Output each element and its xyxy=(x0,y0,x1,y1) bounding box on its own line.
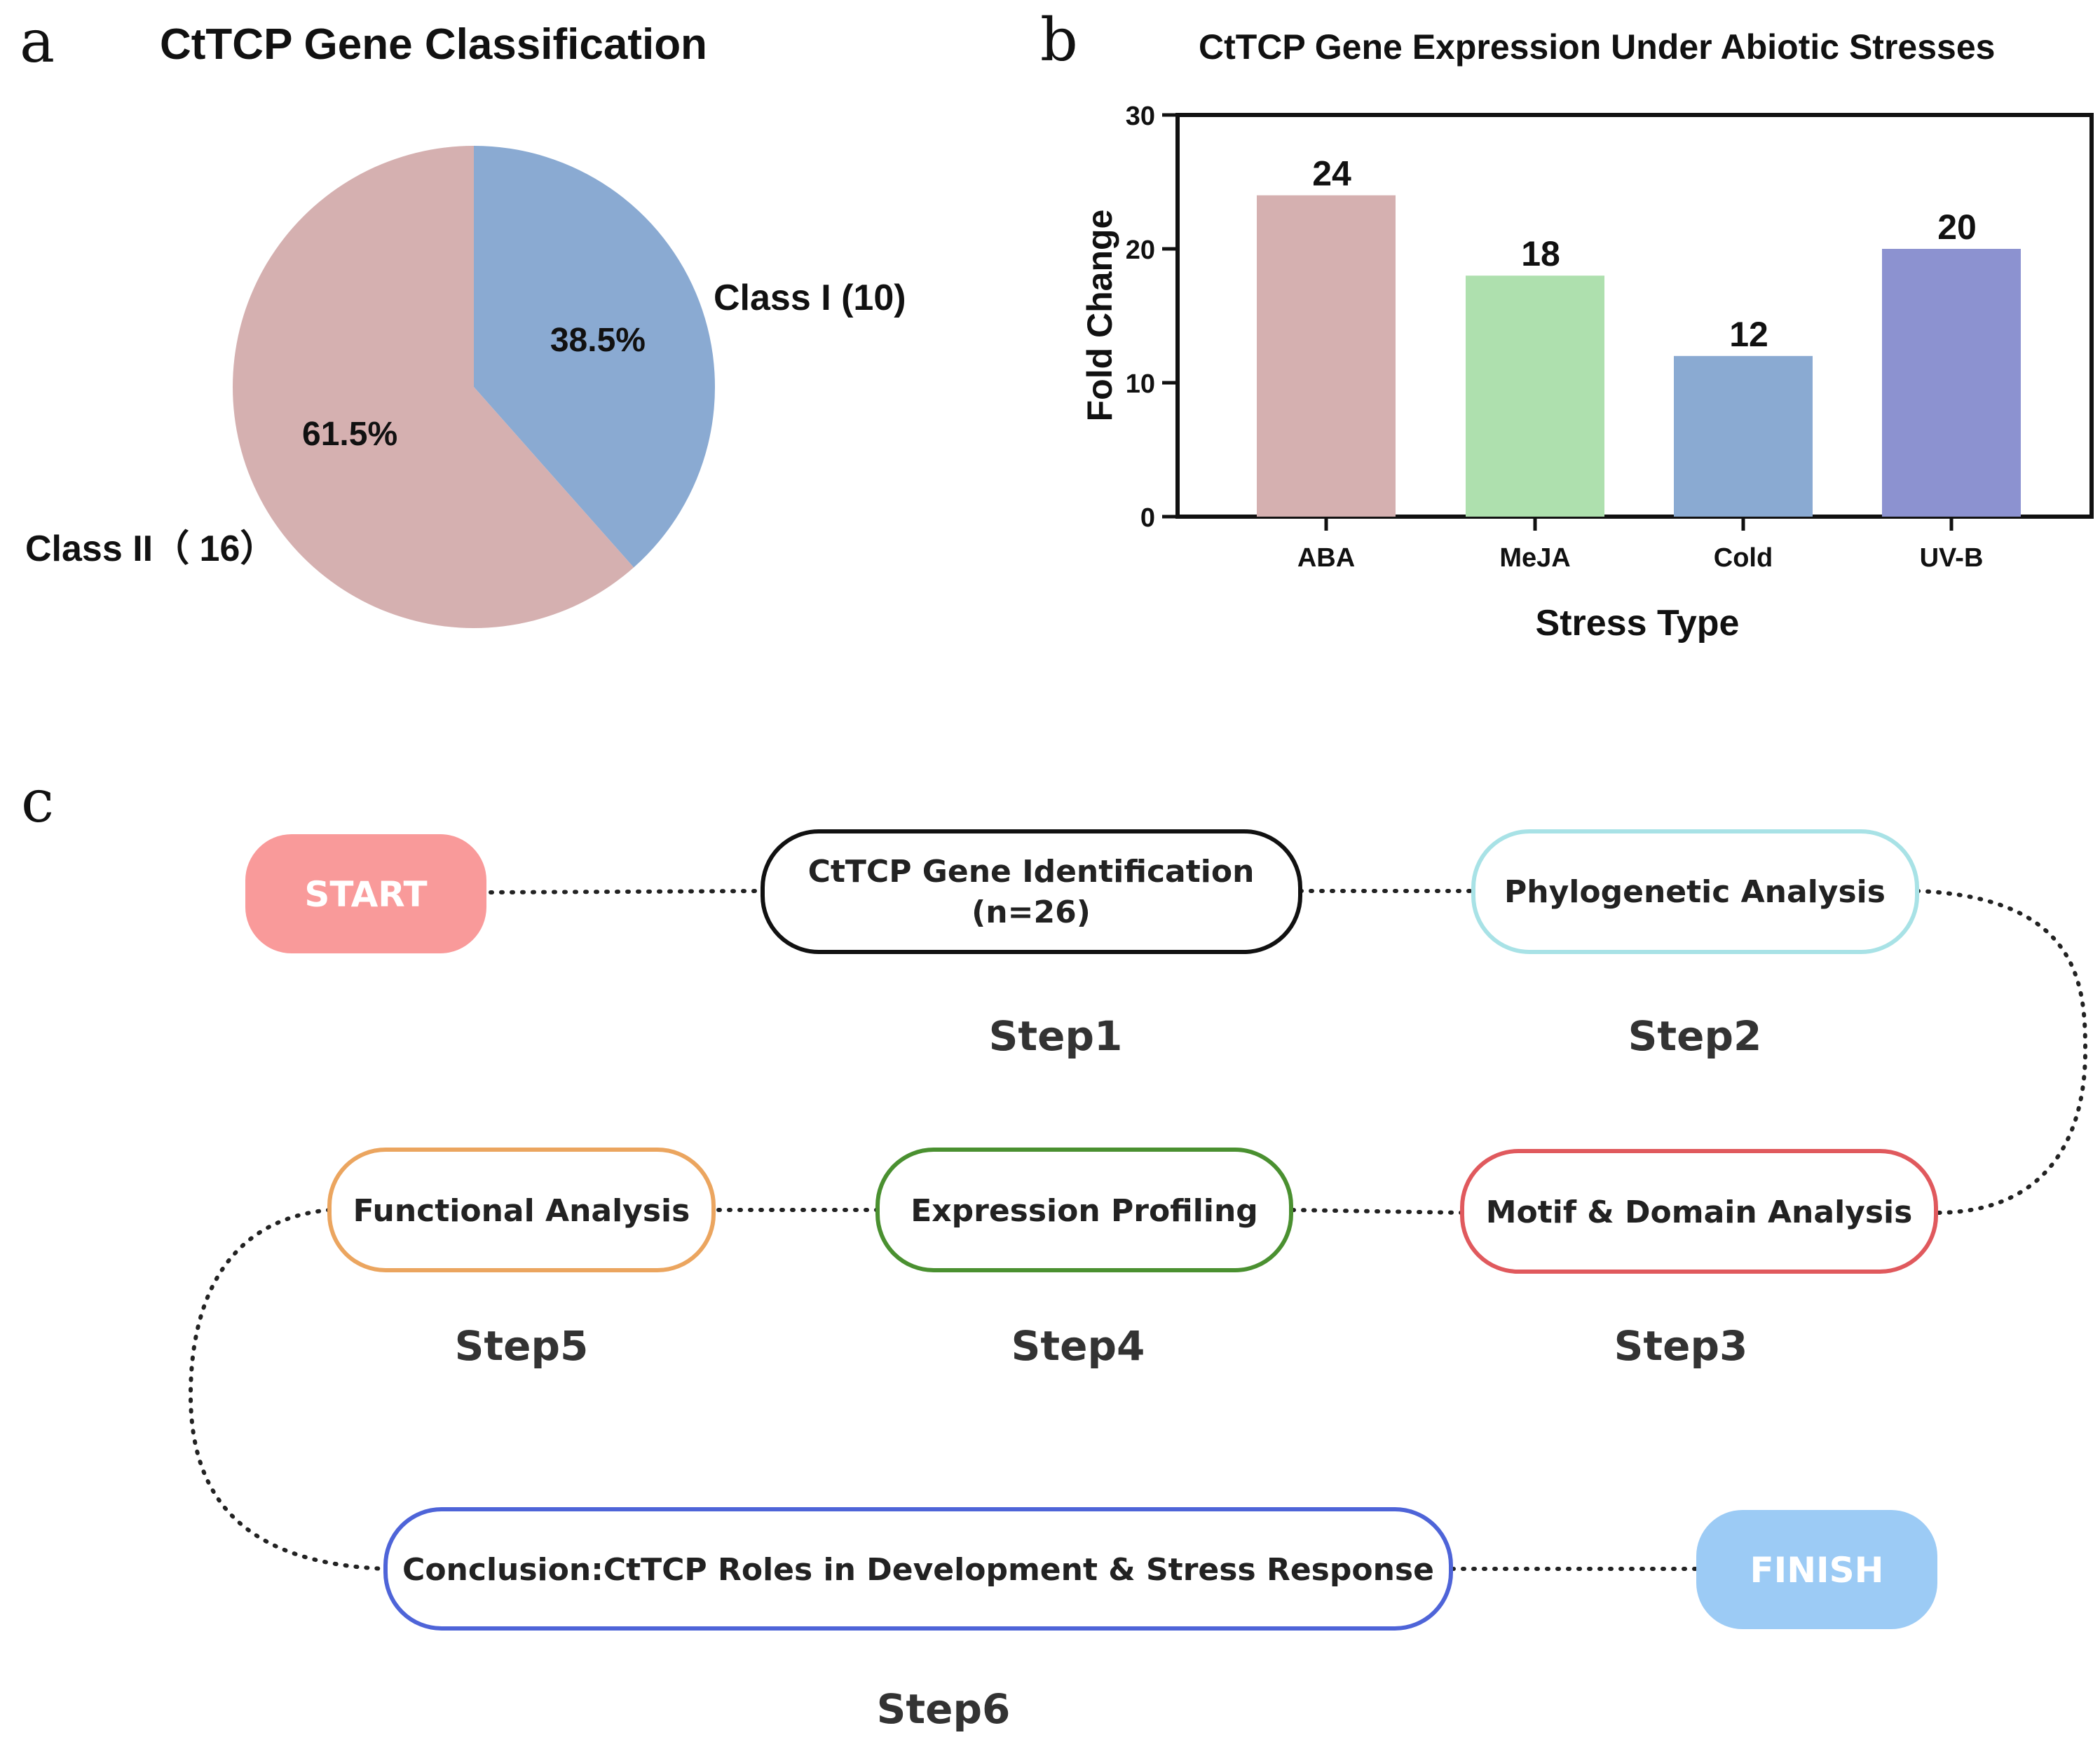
bar-chart-x-axis: ABA MeJA Cold UV-B Stress Type xyxy=(1297,517,1984,644)
step4-node: Expression Profiling Step4 xyxy=(875,1148,1293,1370)
pie-slice-class-ii xyxy=(232,146,634,628)
pie-chart: 38.5% 61.5% Class I (10) Class II（ 16） xyxy=(25,146,906,628)
step5-node: Functional Analysis Step5 xyxy=(327,1148,716,1370)
bars: 24 18 12 20 xyxy=(1257,154,2021,517)
x-tick-label-cold: Cold xyxy=(1714,543,1773,573)
step6-text: Conclusion:CtTCP Roles in Development & … xyxy=(402,1552,1434,1588)
step4-text: Expression Profiling xyxy=(911,1193,1258,1229)
step2-label: Step2 xyxy=(1628,1012,1762,1060)
step3-node: Motif & Domain Analysis Step3 xyxy=(1460,1149,1938,1370)
panel-b: b CtTCP Gene Expression Under Abiotic St… xyxy=(1040,6,2094,644)
bar-cold xyxy=(1674,355,1813,517)
start-node-shape xyxy=(245,834,486,953)
step4-box xyxy=(875,1148,1293,1272)
y-tick-label-10: 10 xyxy=(1126,369,1155,399)
connector-step2-step3 xyxy=(1915,889,2088,1215)
pie-percent-class-i: 38.5% xyxy=(550,322,646,359)
step1-text-line2: (n=26) xyxy=(971,894,1091,930)
step6-label: Step6 xyxy=(877,1685,1011,1733)
pie-percent-class-ii: 61.5% xyxy=(302,416,397,453)
start-node-label: START xyxy=(304,874,427,915)
x-tick-label-meja: MeJA xyxy=(1499,543,1570,573)
x-tick-label-uv-b: UV-B xyxy=(1920,543,1984,573)
y-tick-label-20: 20 xyxy=(1126,236,1155,265)
finish-node: FINISH xyxy=(1696,1510,1937,1629)
step1-label: Step1 xyxy=(989,1012,1123,1060)
pie-label-class-ii: Class II（ 16） xyxy=(25,529,276,569)
step4-label: Step4 xyxy=(1011,1322,1145,1370)
pie-label-class-i: Class I (10) xyxy=(714,278,906,318)
step2-text: Phylogenetic Analysis xyxy=(1504,874,1886,910)
step1-box xyxy=(761,829,1302,954)
finish-node-label: FINISH xyxy=(1750,1550,1883,1591)
bar-meja xyxy=(1466,275,1604,517)
panel-c: c START FINISH CtTCP Gene Identification… xyxy=(21,767,2088,1733)
step6-node: Conclusion:CtTCP Roles in Development & … xyxy=(383,1507,1453,1733)
step5-label: Step5 xyxy=(455,1322,589,1370)
connector-step5-step6 xyxy=(188,1208,388,1571)
step1-text-line1: CtTCP Gene Identification xyxy=(808,854,1255,890)
step2-box xyxy=(1471,829,1919,954)
flow-connectors xyxy=(188,889,2088,1571)
finish-node-shape xyxy=(1696,1510,1937,1629)
step3-text: Motif & Domain Analysis xyxy=(1486,1195,1913,1230)
start-node: START xyxy=(245,834,486,953)
step5-text: Functional Analysis xyxy=(353,1193,690,1229)
pie-chart-title: CtTCP Gene Classification xyxy=(160,20,707,69)
panel-a: a CtTCP Gene Classification 38.5% 61.5% … xyxy=(20,7,906,628)
bar-value-label-meja: 18 xyxy=(1521,234,1560,273)
bar-chart-title: CtTCP Gene Expression Under Abiotic Stre… xyxy=(1199,27,1995,67)
step3-box xyxy=(1460,1149,1938,1274)
connector-step3-step4 xyxy=(1289,1208,1464,1215)
step3-label: Step3 xyxy=(1614,1322,1748,1370)
step1-node: CtTCP Gene Identification (n=26) Step1 xyxy=(761,829,1302,1060)
panel-a-letter: a xyxy=(20,7,55,76)
step5-box xyxy=(327,1148,716,1272)
y-tick-label-30: 30 xyxy=(1126,102,1155,131)
bar-value-label-cold: 12 xyxy=(1729,315,1768,354)
y-tick-label-0: 0 xyxy=(1140,503,1155,533)
bar-chart-y-axis: 0 10 20 30 Fold Change xyxy=(1080,102,1180,533)
x-axis-label: Stress Type xyxy=(1536,603,1740,644)
step2-node: Phylogenetic Analysis Step2 xyxy=(1471,829,1919,1060)
step6-box xyxy=(383,1507,1453,1631)
panel-b-letter: b xyxy=(1040,6,1078,74)
bar-uv-b xyxy=(1882,249,2021,517)
bar-value-label-aba: 24 xyxy=(1312,154,1351,193)
y-axis-label: Fold Change xyxy=(1080,210,1119,422)
pie-slice-class-i xyxy=(474,146,715,568)
x-tick-label-aba: ABA xyxy=(1297,543,1355,573)
connector-start-step1 xyxy=(489,889,765,894)
bar-value-label-uv-b: 20 xyxy=(1937,207,1977,247)
panel-c-letter: c xyxy=(21,767,54,836)
bar-aba xyxy=(1257,195,1396,517)
